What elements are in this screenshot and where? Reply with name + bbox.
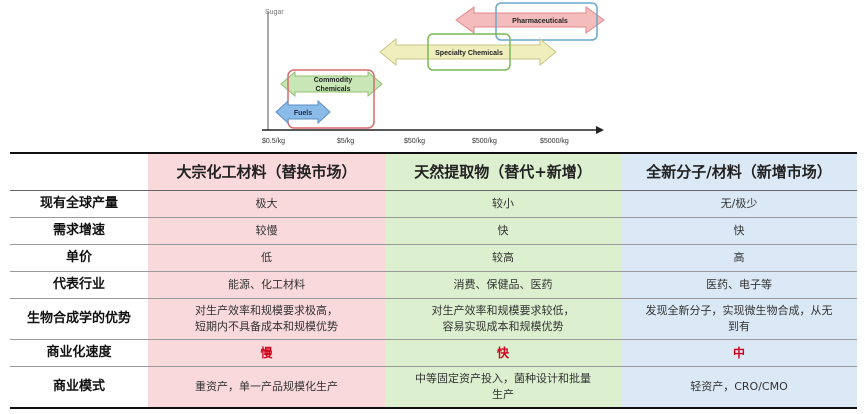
table-cell: 消费、保健品、医药	[385, 271, 621, 299]
table-cell: 高	[621, 244, 857, 272]
market-price-diagram: Sugar $0.5/kg $5/kg $50/kg $500/kg $5000…	[262, 2, 605, 145]
row-label: 商业化速度	[10, 339, 148, 367]
table-cell: 快	[385, 339, 621, 367]
x-tick-label: $5000/kg	[540, 138, 569, 145]
table-cell: 较小	[385, 190, 621, 218]
row-label: 生物合成学的优势	[10, 298, 148, 340]
table-cell: 快	[621, 217, 857, 245]
table-header-row: 大宗化工材料（替换市场） 天然提取物（替代+新增） 全新分子/材料（新增市场）	[10, 152, 857, 191]
table-row: 生物合成学的优势 对生产效率和规模要求极高， 短期内不具备成本和规模优势 对生产…	[10, 298, 857, 340]
header-new-molecules: 全新分子/材料（新增市场）	[621, 152, 857, 191]
x-axis-arrow	[596, 126, 604, 134]
table-cell: 低	[148, 244, 385, 272]
table-cell: 中等固定资产投入，菌种设计和批量 生产	[385, 366, 621, 409]
commodity-chemicals-label-line2: Chemicals	[315, 86, 350, 93]
x-tick-label: $50/kg	[404, 138, 425, 145]
table-row: 商业模式 重资产，单一产品规模化生产 中等固定资产投入，菌种设计和批量 生产 轻…	[10, 366, 857, 409]
header-natural-extracts: 天然提取物（替代+新增）	[385, 152, 621, 191]
row-label: 代表行业	[10, 271, 148, 299]
header-bulk-chemicals: 大宗化工材料（替换市场）	[148, 152, 385, 191]
table-cell: 发现全新分子，实现微生物合成，从无 到有	[621, 298, 857, 340]
specialty-chemicals-segment: Specialty Chemicals	[379, 33, 557, 71]
pharmaceuticals-segment: Pharmaceuticals	[455, 2, 605, 41]
table-cell: 慢	[148, 339, 385, 367]
row-label: 需求增速	[10, 217, 148, 245]
pharmaceuticals-label: Pharmaceuticals	[512, 18, 568, 25]
header-corner	[10, 152, 148, 191]
comparison-table: 大宗化工材料（替换市场） 天然提取物（替代+新增） 全新分子/材料（新增市场） …	[10, 152, 857, 409]
table-row: 商业化速度 慢 快 中	[10, 339, 857, 367]
table-row: 代表行业 能源、化工材料 消费、保健品、医药 医药、电子等	[10, 271, 857, 299]
table-cell: 能源、化工材料	[148, 271, 385, 299]
y-axis-label: Sugar	[265, 9, 284, 16]
fuels-segment: Fuels	[275, 99, 331, 125]
x-tick-label: $0.5/kg	[262, 138, 285, 145]
table-row: 现有全球产量 极大 较小 无/极少	[10, 190, 857, 218]
table-cell: 中	[621, 339, 857, 367]
table-cell: 对生产效率和规模要求较低， 容易实现成本和规模优势	[385, 298, 621, 340]
table-cell: 快	[385, 217, 621, 245]
x-tick-label: $500/kg	[472, 138, 497, 145]
table-cell: 较慢	[148, 217, 385, 245]
table-cell: 无/极少	[621, 190, 857, 218]
fuels-label: Fuels	[294, 110, 312, 117]
row-label: 现有全球产量	[10, 190, 148, 218]
table-cell: 重资产，单一产品规模化生产	[148, 366, 385, 409]
table-cell: 较高	[385, 244, 621, 272]
table-cell: 医药、电子等	[621, 271, 857, 299]
table-cell: 对生产效率和规模要求极高， 短期内不具备成本和规模优势	[148, 298, 385, 340]
x-tick-label: $5/kg	[337, 138, 354, 145]
table-cell: 轻资产，CRO/CMO	[621, 366, 857, 409]
commodity-chemicals-segment: Commodity Chemicals	[280, 69, 383, 129]
row-label: 商业模式	[10, 366, 148, 409]
commodity-chemicals-label-line1: Commodity	[314, 77, 353, 84]
table-row: 单价 低 较高 高	[10, 244, 857, 272]
specialty-chemicals-label: Specialty Chemicals	[435, 50, 503, 57]
row-label: 单价	[10, 244, 148, 272]
table-cell: 极大	[148, 190, 385, 218]
table-row: 需求增速 较慢 快 快	[10, 217, 857, 245]
